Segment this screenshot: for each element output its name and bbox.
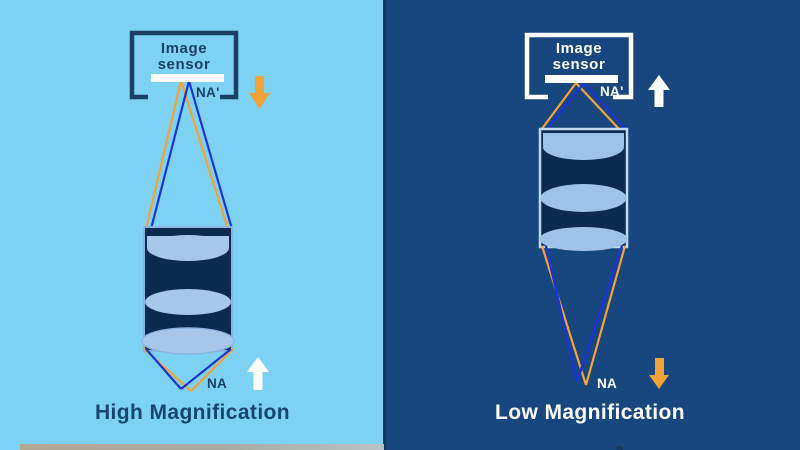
lens-element-top-curve <box>543 134 624 160</box>
up-arrow-icon <box>247 357 269 390</box>
high-magnification-figure <box>20 30 384 450</box>
light-ray-orange-lower <box>540 245 627 386</box>
light-ray-blue-upper <box>149 80 234 230</box>
lens-element-bottom <box>539 227 628 251</box>
objective-lens <box>538 127 629 251</box>
na-label: NA <box>597 376 618 391</box>
sensor-bar <box>545 75 618 83</box>
bottom-edge-strip <box>20 444 384 450</box>
light-ray-orange-upper <box>144 80 230 230</box>
panel-title-low-magnification: Low Magnification <box>495 401 685 424</box>
light-ray-orange-upper <box>540 82 621 131</box>
low-magnification-figure <box>524 32 670 450</box>
na-prime-label: NA' <box>600 84 624 99</box>
na-prime-label: NA' <box>196 85 220 100</box>
image-sensor-box <box>129 30 239 100</box>
image-sensor-label: Image sensor <box>157 40 211 73</box>
lens-element-top-curve <box>147 235 229 261</box>
down-arrow-icon <box>649 358 669 389</box>
light-ray-blue-upper <box>545 82 627 131</box>
objective-lens <box>141 226 235 355</box>
image-sensor-label: Image sensor <box>552 40 606 73</box>
down-arrow-icon <box>249 76 270 109</box>
panel-divider <box>383 0 386 450</box>
light-ray-blue-lower <box>145 348 232 390</box>
up-arrow-icon <box>648 75 670 107</box>
lens-element-middle <box>540 184 627 212</box>
bottom-edge-mark <box>616 446 623 450</box>
sensor-bar <box>151 74 224 82</box>
lens-element-bottom <box>141 327 235 355</box>
lens-element-middle <box>145 289 231 315</box>
image-sensor-box <box>524 32 634 100</box>
na-label: NA <box>207 376 228 391</box>
panel-title-high-magnification: High Magnification <box>94 401 291 424</box>
light-ray-blue-lower <box>544 245 624 383</box>
